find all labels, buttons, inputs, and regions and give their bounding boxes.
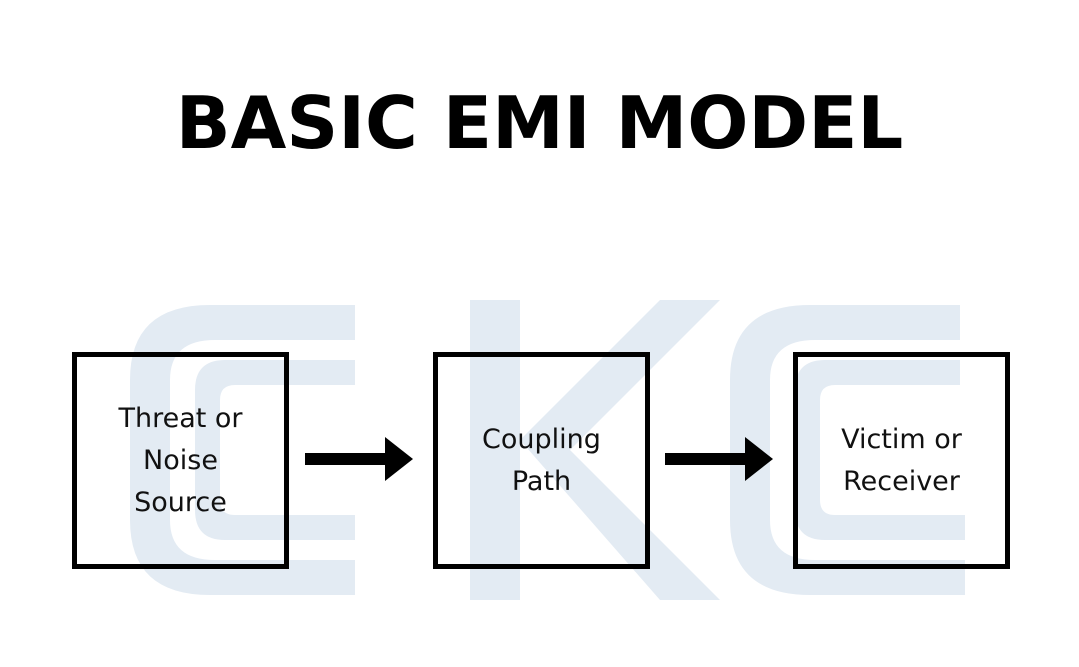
arrow-right-icon <box>305 437 413 481</box>
node-label: Threat or Noise Source <box>118 402 243 518</box>
node-label: Victim or Receiver <box>841 423 962 497</box>
arrow-right-icon <box>665 437 773 481</box>
node-coupling-path: Coupling Path <box>433 352 650 569</box>
node-threat-or-noise-source: Threat or Noise Source <box>72 352 289 569</box>
diagram-title: BASIC EMI MODEL <box>175 81 904 165</box>
node-victim-or-receiver: Victim or Receiver <box>793 352 1010 569</box>
node-label: Coupling Path <box>482 423 601 497</box>
